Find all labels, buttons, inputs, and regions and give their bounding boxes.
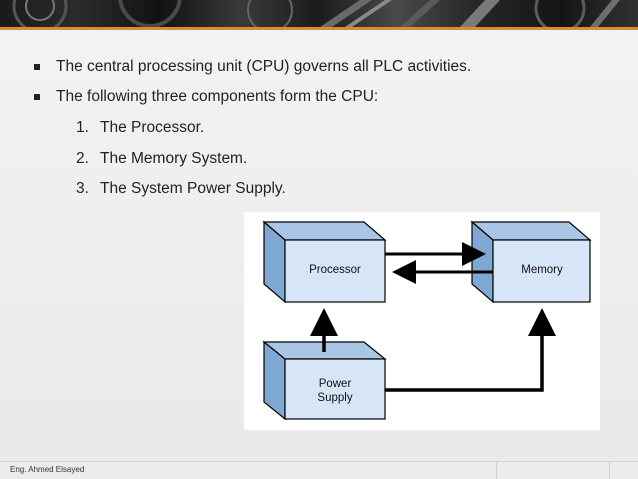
bullet-text: The central processing unit (CPU) govern… xyxy=(56,58,472,75)
power-label-line2: Supply xyxy=(317,392,352,404)
list-number: 1. xyxy=(76,119,89,136)
bullet-text: The following three components form the … xyxy=(56,88,379,105)
memory-block: Memory xyxy=(470,220,592,304)
power-label-line1: Power xyxy=(319,378,352,390)
list-number: 2. xyxy=(76,150,89,167)
footer-divider xyxy=(609,462,610,479)
list-text: The Memory System. xyxy=(100,150,248,167)
banner-texture xyxy=(12,0,620,27)
memory-label: Memory xyxy=(521,264,563,276)
footer-author: Eng. Ahmed Elsayed xyxy=(10,465,85,474)
power-to-memory-arrow xyxy=(385,308,556,392)
list-text: The System Power Supply. xyxy=(100,180,286,197)
footer-divider xyxy=(496,462,497,479)
cpu-diagram: Processor Memory Power Supply xyxy=(244,212,600,430)
header-accent-line xyxy=(0,27,638,30)
footer-bar: Eng. Ahmed Elsayed xyxy=(0,461,638,479)
list-text: The Processor. xyxy=(100,119,205,136)
power-supply-block: Power Supply xyxy=(262,340,387,421)
bullet-square-icon xyxy=(34,94,40,100)
header-banner xyxy=(0,0,638,27)
bullet-square-icon xyxy=(34,64,40,70)
processor-label: Processor xyxy=(309,264,361,276)
list-number: 3. xyxy=(76,180,89,197)
processor-block: Processor xyxy=(262,220,387,304)
